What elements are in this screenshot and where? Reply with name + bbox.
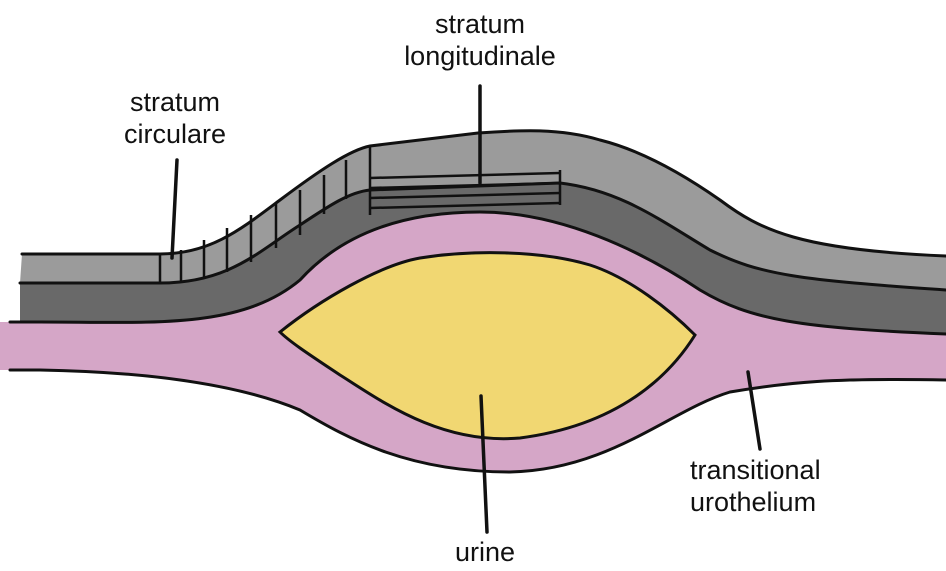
label-stratum-circulare-line1: stratum xyxy=(100,86,250,118)
label-urine-text: urine xyxy=(430,536,540,568)
label-transitional-urothelium-line2: urothelium xyxy=(690,486,890,518)
label-stratum-longitudinale: stratum longitudinale xyxy=(380,8,580,72)
stratum-circulare-leader xyxy=(172,160,177,258)
label-stratum-circulare-line2: circulare xyxy=(100,118,250,150)
label-transitional-urothelium-line1: transitional xyxy=(690,454,890,486)
label-stratum-circulare: stratum circulare xyxy=(100,86,250,150)
label-stratum-longitudinale-line2: longitudinale xyxy=(380,40,580,72)
label-urine: urine xyxy=(430,536,540,568)
label-stratum-longitudinale-line1: stratum xyxy=(380,8,580,40)
label-transitional-urothelium: transitional urothelium xyxy=(690,454,890,518)
